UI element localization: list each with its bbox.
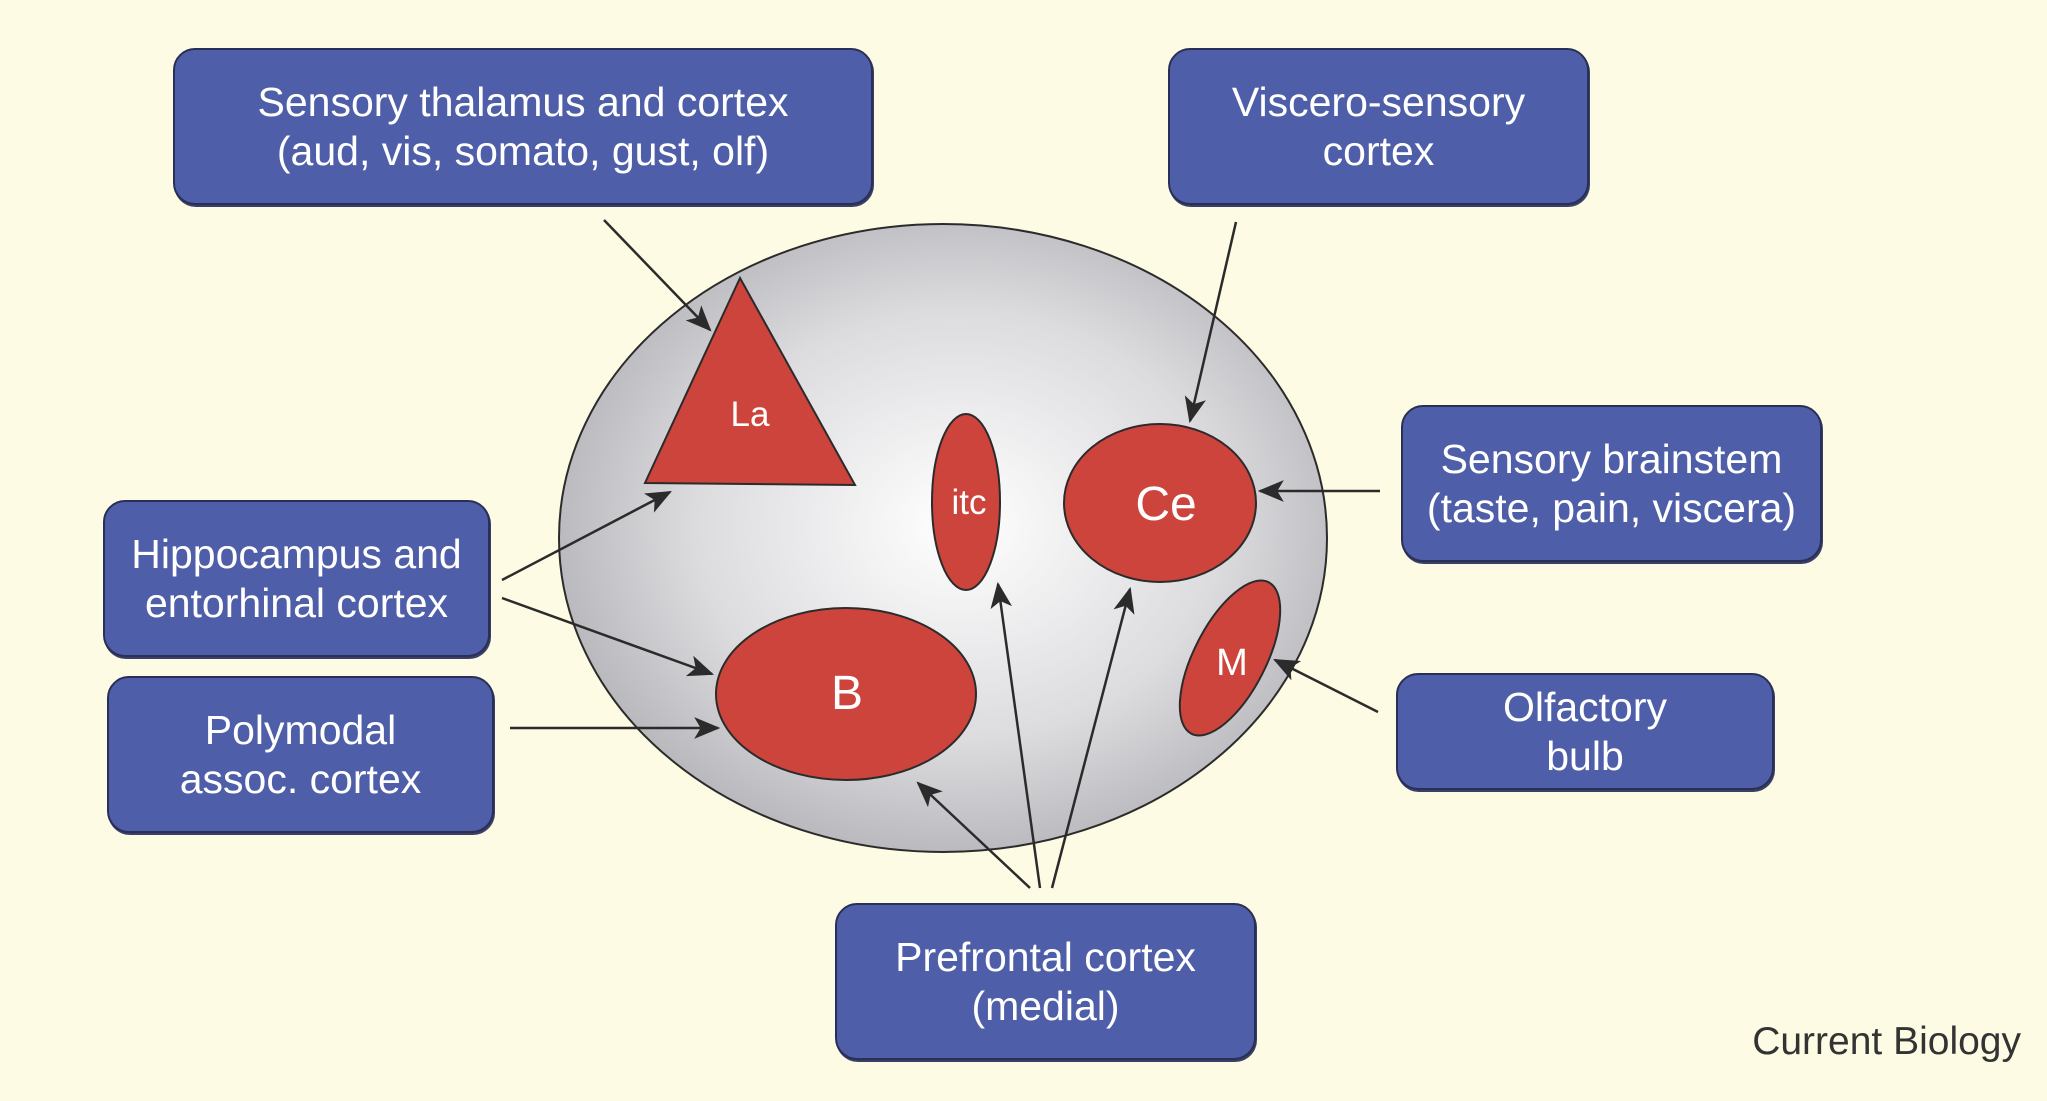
viscero-sensory-line2: cortex	[1322, 127, 1435, 174]
journal-credit: Current Biology	[1752, 1020, 2021, 1063]
olfactory-box: Olfactory bulb	[1396, 673, 1774, 790]
prefrontal-box: Prefrontal cortex (medial)	[835, 903, 1256, 1060]
arrow-olfactory-to-m	[1273, 658, 1379, 714]
polymodal-line2: assoc. cortex	[179, 755, 422, 802]
lateral-nucleus-shape	[643, 275, 857, 487]
olfactory-line2: bulb	[1546, 732, 1624, 779]
sensory-thalamus-line2: (aud, vis, somato, gust, olf)	[276, 127, 770, 174]
sensory-brainstem-box: Sensory brainstem (taste, pain, viscera)	[1401, 405, 1822, 562]
arrow-prefrontal-to-ce	[1050, 586, 1135, 889]
basal-nucleus-shape	[715, 607, 977, 781]
viscero-sensory-box: Viscero-sensory cortex	[1168, 48, 1589, 205]
central-nucleus-label: Ce	[1135, 478, 1196, 531]
prefrontal-line1: Prefrontal cortex	[895, 933, 1196, 980]
arrow-thalamus-to-la	[603, 219, 712, 332]
arrow-hippocampus-to-la	[501, 490, 672, 582]
lateral-nucleus-label: La	[731, 395, 770, 434]
sensory-thalamus-box: Sensory thalamus and cortex (aud, vis, s…	[173, 48, 873, 205]
hippocampus-line1: Hippocampus and	[131, 530, 462, 577]
sensory-brainstem-line1: Sensory brainstem	[1440, 435, 1783, 482]
medial-nucleus-shape	[1178, 579, 1282, 737]
prefrontal-line2: (medial)	[971, 982, 1120, 1029]
polymodal-box: Polymodal assoc. cortex	[107, 676, 494, 833]
sensory-brainstem-line2: (taste, pain, viscera)	[1426, 484, 1797, 531]
arrow-hippocampus-to-b	[501, 596, 715, 677]
hippocampus-box: Hippocampus and entorhinal cortex	[103, 500, 490, 657]
basal-nucleus-label: B	[831, 667, 863, 720]
central-nucleus-shape	[1063, 423, 1257, 583]
olfactory-line1: Olfactory	[1502, 683, 1668, 730]
medial-nucleus-label: M	[1216, 642, 1248, 684]
arrow-prefrontal-to-b	[916, 781, 1031, 889]
polymodal-line1: Polymodal	[204, 706, 397, 753]
viscero-sensory-line1: Viscero-sensory	[1231, 78, 1526, 125]
arrow-viscero-to-ce	[1184, 221, 1238, 424]
arrow-prefrontal-to-itc	[990, 581, 1042, 889]
intercalated-cells-label: itc	[952, 483, 987, 522]
intercalated-cells-shape	[931, 413, 1001, 591]
sensory-thalamus-line1: Sensory thalamus and cortex	[257, 78, 789, 125]
hippocampus-line2: entorhinal cortex	[144, 579, 449, 626]
